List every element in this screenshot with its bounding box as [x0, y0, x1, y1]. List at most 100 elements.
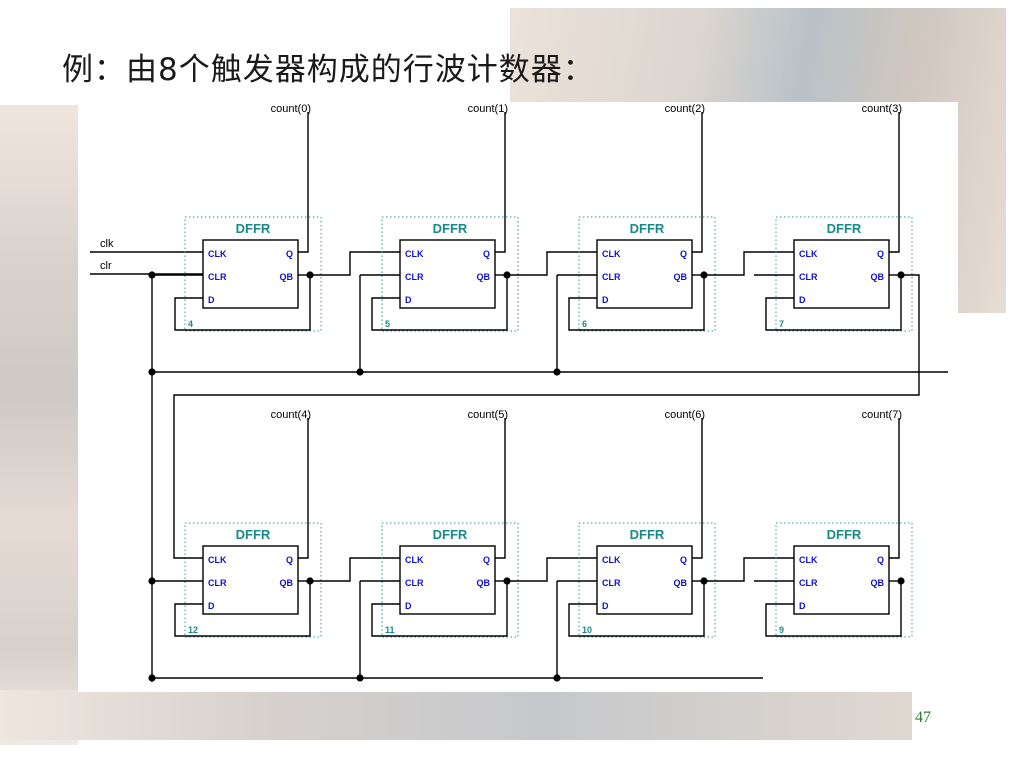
- count-output-label: count(4): [271, 409, 311, 421]
- pin-qb-label: QB: [674, 578, 688, 588]
- dffr-body: [399, 239, 496, 309]
- dffr-body: [596, 239, 693, 309]
- instance-number: 5: [385, 319, 390, 329]
- junction-dot: [148, 368, 156, 376]
- ripple-clock-wire: [704, 251, 794, 276]
- qb-to-d-feedback: [765, 275, 902, 331]
- pin-clr-label: CLR: [405, 578, 424, 588]
- dffr-outline: [578, 216, 716, 332]
- count-output-label: count(3): [862, 103, 902, 115]
- ripple-clock-wire: [310, 251, 400, 276]
- dffr-body: [793, 239, 890, 309]
- junction-dot: [148, 577, 156, 585]
- ripple-clock-wire: [310, 557, 400, 582]
- pin-qb-label: QB: [871, 578, 885, 588]
- circuit-svg: clkclrDFFRCLKCLRDQQB4count(0)DFFRCLKCLRD…: [90, 103, 948, 682]
- page-number: 47: [915, 709, 931, 726]
- count-output-label: count(2): [665, 103, 705, 115]
- pin-clr-label: CLR: [799, 578, 818, 588]
- pin-q-label: Q: [680, 555, 687, 565]
- qb-to-d-feedback: [568, 581, 705, 637]
- pin-clr-label: CLR: [602, 578, 621, 588]
- pin-d-label: D: [602, 601, 609, 611]
- dffr-outline: [578, 522, 716, 638]
- dffr-type-label: DFFR: [236, 221, 271, 236]
- pin-clk-label: CLK: [602, 249, 621, 259]
- junction-dot: [148, 271, 156, 279]
- pin-q-label: Q: [680, 249, 687, 259]
- qb-to-d-feedback: [174, 581, 311, 637]
- input-label-clr: clr: [100, 260, 112, 272]
- q-output-wire: [298, 112, 309, 253]
- dffr-outline: [184, 522, 322, 638]
- qb-to-d-feedback: [174, 275, 311, 331]
- ripple-clock-wire: [507, 557, 597, 582]
- dffr-type-label: DFFR: [236, 527, 271, 542]
- pin-qb-label: QB: [871, 272, 885, 282]
- count-output-label: count(7): [862, 409, 902, 421]
- cascade-wire: [173, 274, 920, 559]
- pin-clr-label: CLR: [208, 578, 227, 588]
- pin-clk-label: CLK: [602, 555, 621, 565]
- pin-clr-label: CLR: [405, 272, 424, 282]
- dffr-body: [596, 545, 693, 615]
- pin-clk-label: CLK: [799, 555, 818, 565]
- dffr-type-label: DFFR: [827, 221, 862, 236]
- pin-qb-label: QB: [280, 272, 294, 282]
- instance-number: 4: [188, 319, 193, 329]
- qb-to-d-feedback: [371, 581, 508, 637]
- background-decoration-left: [0, 105, 78, 745]
- dffr-outline: [184, 216, 322, 332]
- pin-qb-label: QB: [477, 272, 491, 282]
- pin-d-label: D: [208, 601, 215, 611]
- dffr-outline: [381, 522, 519, 638]
- pin-d-label: D: [405, 601, 412, 611]
- pin-q-label: Q: [877, 249, 884, 259]
- pin-qb-label: QB: [280, 578, 294, 588]
- dffr-type-label: DFFR: [630, 527, 665, 542]
- q-output-wire: [495, 418, 506, 559]
- pin-d-label: D: [799, 295, 806, 305]
- pin-d-label: D: [208, 295, 215, 305]
- pin-d-label: D: [602, 295, 609, 305]
- dffr-body: [793, 545, 890, 615]
- pin-q-label: Q: [483, 249, 490, 259]
- pin-clr-label: CLR: [208, 272, 227, 282]
- slide-title: 例：由8个触发器构成的行波计数器：: [62, 52, 595, 88]
- dffr-outline: [775, 522, 913, 638]
- pin-q-label: Q: [286, 249, 293, 259]
- instance-number: 7: [779, 319, 784, 329]
- q-output-wire: [889, 112, 900, 253]
- pin-q-label: Q: [483, 555, 490, 565]
- pin-q-label: Q: [877, 555, 884, 565]
- background-decoration-bottom: [0, 690, 912, 740]
- junction-dot: [148, 674, 156, 682]
- qb-to-d-feedback: [765, 581, 902, 637]
- pin-d-label: D: [799, 601, 806, 611]
- pin-d-label: D: [405, 295, 412, 305]
- dffr-type-label: DFFR: [433, 221, 468, 236]
- count-output-label: count(5): [468, 409, 508, 421]
- instance-number: 9: [779, 625, 784, 635]
- pin-clk-label: CLK: [208, 249, 227, 259]
- qb-to-d-feedback: [568, 275, 705, 331]
- pin-clk-label: CLK: [405, 249, 424, 259]
- pin-qb-label: QB: [674, 272, 688, 282]
- dffr-body: [399, 545, 496, 615]
- pin-clk-label: CLK: [405, 555, 424, 565]
- dffr-body: [202, 239, 299, 309]
- dffr-outline: [381, 216, 519, 332]
- pin-clk-label: CLK: [208, 555, 227, 565]
- count-output-label: count(0): [271, 103, 311, 115]
- instance-number: 6: [582, 319, 587, 329]
- count-output-label: count(1): [468, 103, 508, 115]
- qb-to-d-feedback: [371, 275, 508, 331]
- q-output-wire: [889, 418, 900, 559]
- ripple-clock-wire: [704, 557, 794, 582]
- q-output-wire: [692, 418, 703, 559]
- instance-number: 10: [582, 625, 592, 635]
- q-output-wire: [692, 112, 703, 253]
- ripple-clock-wire: [507, 251, 597, 276]
